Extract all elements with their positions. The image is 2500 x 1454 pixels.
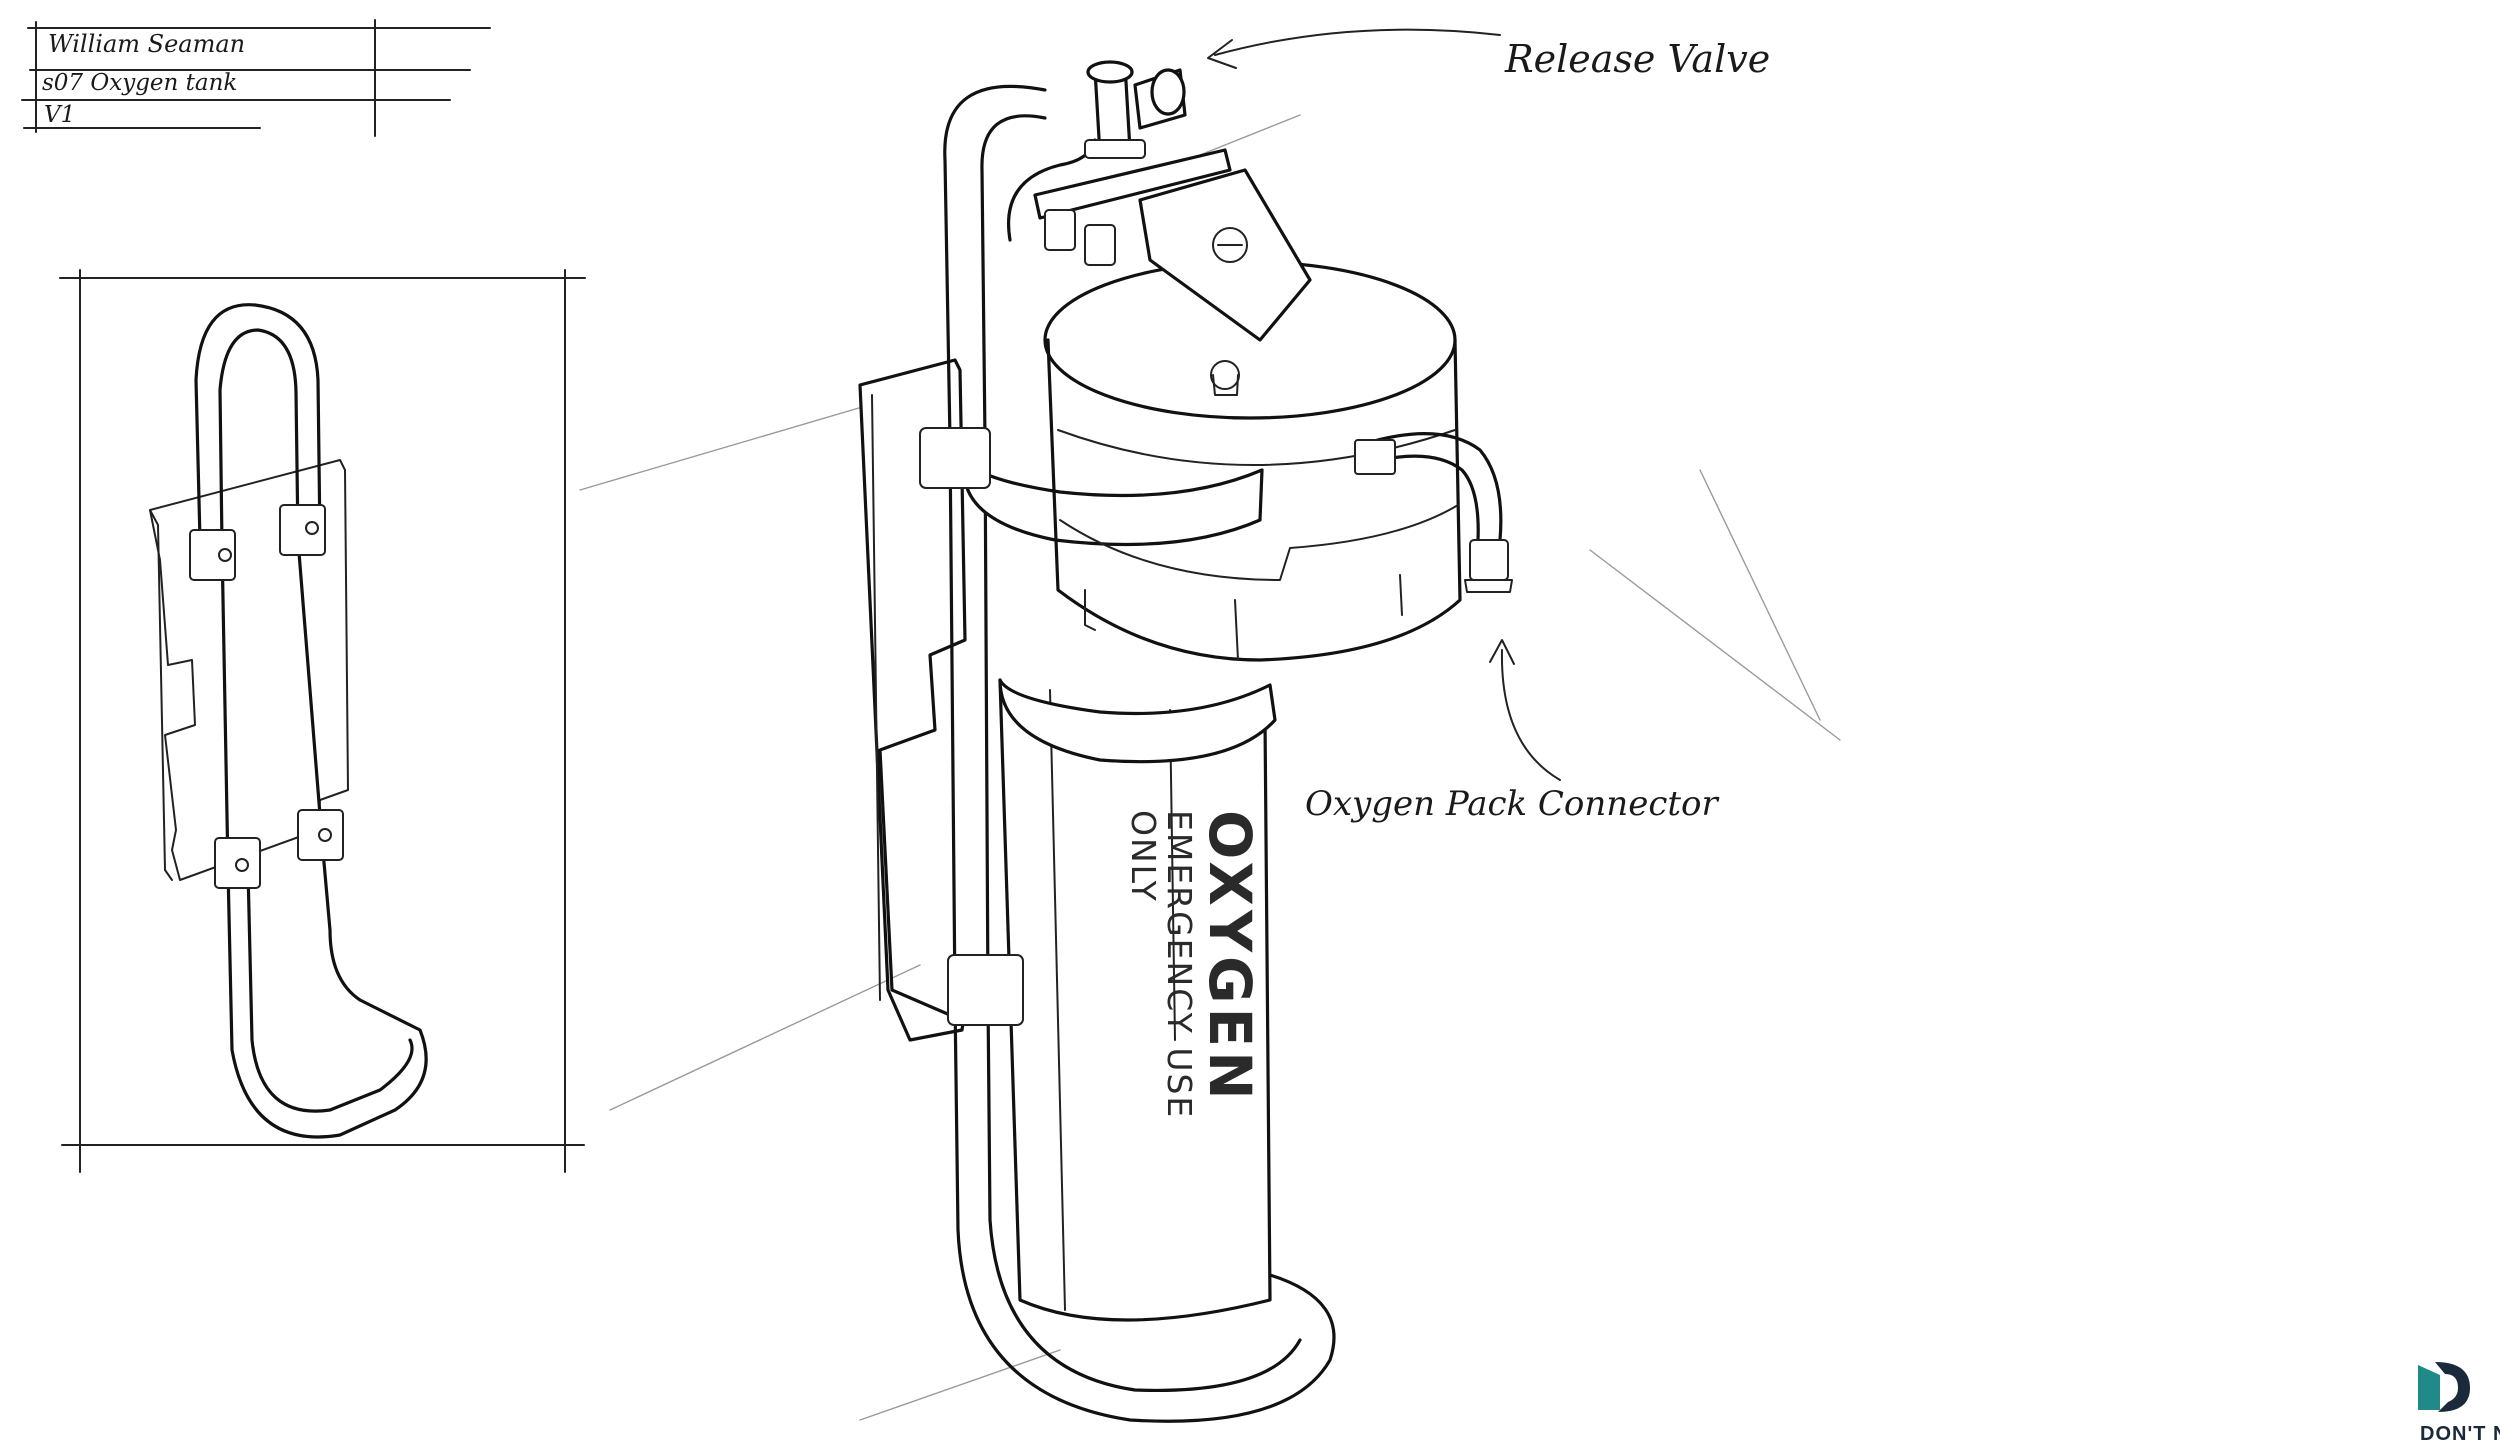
logo-mark [2418, 1365, 2440, 1410]
inset-mount-plate [149, 459, 349, 881]
callout-pack-connector: Oxygen Pack Connector [1305, 639, 1719, 824]
inset-clamp [189, 529, 236, 581]
artist-name: William Seaman [48, 30, 245, 58]
title-block: William Seaman s07 Oxygen tank V1 [21, 19, 491, 137]
logo-text: DON'T NOD [2420, 1423, 2500, 1445]
tank-label-oxygen: OXYGEN [1196, 810, 1264, 1104]
tank-label-only: ONLY [1124, 810, 1163, 903]
pack-connector-fitting [1469, 539, 1509, 581]
wall-bracket [858, 358, 967, 1042]
callout-pack-connector-label: Oxygen Pack Connector [1305, 784, 1719, 824]
valve-bracket [1033, 148, 1232, 220]
pipe-clamp-upper [919, 427, 991, 489]
inset-side-view [59, 269, 586, 1173]
inset-u-tube [194, 303, 322, 542]
callout-release-valve: Release Valve [1207, 28, 1770, 81]
tank-label-emergency: EMERGENCY USE [1160, 810, 1199, 1119]
pipe-clamp-lower [947, 954, 1024, 1026]
supply-pipe [943, 84, 1336, 1423]
upper-collar [962, 458, 1264, 547]
callout-release-valve-label: Release Valve [1504, 37, 1770, 81]
oxygen-tank-illustration: OXYGEN EMERGENCY USE ONLY [858, 60, 1513, 1423]
version-label: V1 [44, 102, 75, 128]
dontnod-logo: DON'T NOD [2418, 1362, 2500, 1445]
asset-name: s07 Oxygen tank [42, 70, 237, 96]
tank-cylinder [998, 678, 1272, 1322]
lower-collar [998, 678, 1277, 764]
connector-hose [1358, 432, 1503, 542]
